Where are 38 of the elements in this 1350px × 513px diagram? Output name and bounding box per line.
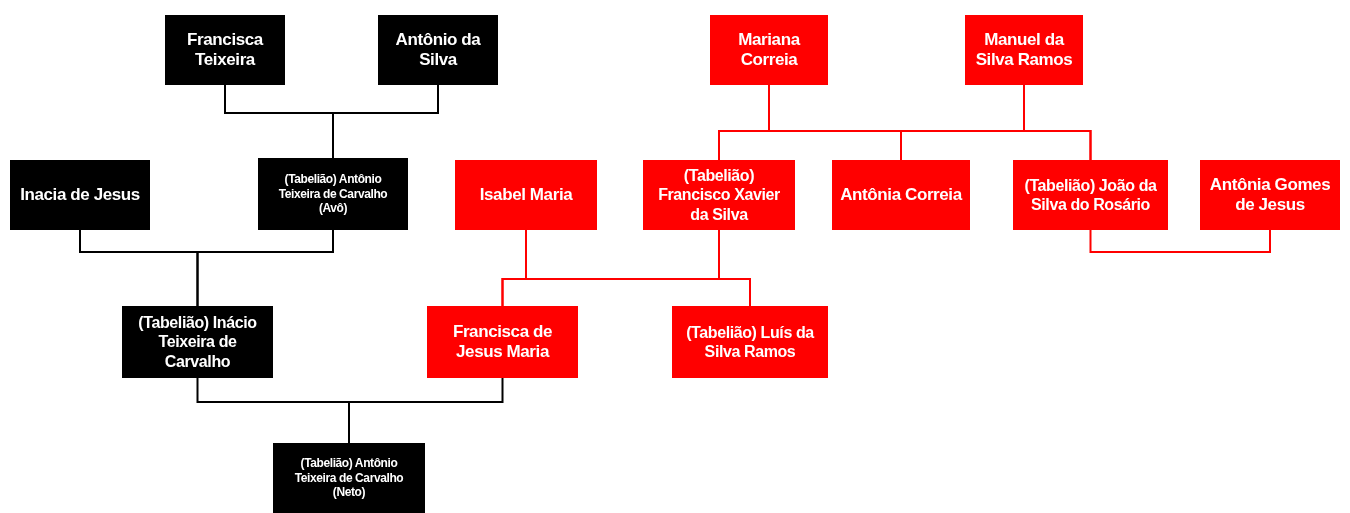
family-line	[1089, 229, 1271, 253]
family-line	[1023, 84, 1092, 161]
person-box	[427, 306, 578, 378]
person-name: Francisca Teixeira	[186, 29, 265, 71]
person-box	[1013, 160, 1168, 230]
person-box	[273, 443, 425, 513]
person-name: (Tabelião) Antônio Teixeira de Carvalho	[293, 456, 405, 486]
person-name: (Tabelião) Inácio Teixeira de Carvalho	[137, 313, 258, 371]
family-line	[718, 229, 751, 307]
person-name: Antônia Gomes de Jesus	[1208, 174, 1332, 216]
family-line	[196, 229, 334, 307]
person-box	[965, 15, 1083, 85]
generation-note: (Avô)	[318, 201, 348, 216]
person-box	[10, 160, 150, 230]
person-box	[165, 15, 285, 85]
person-box	[122, 306, 273, 378]
person-box	[672, 306, 828, 378]
person-name: Manuel da Silva Ramos	[974, 29, 1074, 71]
person-name: (Tabelião) Antônio Teixeira de Carvalho	[277, 172, 389, 202]
person-box	[1200, 160, 1340, 230]
family-line	[332, 84, 439, 159]
person-box	[455, 160, 597, 230]
family-line	[348, 377, 504, 444]
person-box	[832, 160, 970, 230]
person-name: Isabel Maria	[479, 184, 573, 206]
person-name: (Tabelião) Luís da Silva Ramos	[685, 322, 816, 362]
person-name: (Tabelião) João da Silva do Rosário	[1023, 175, 1158, 215]
person-name: (Tabelião) Francisco Xavier da Silva	[657, 166, 781, 224]
person-box	[643, 160, 795, 230]
person-name: Antônia Correia	[840, 184, 962, 206]
generation-note: (Neto)	[332, 485, 366, 500]
person-name: Mariana Correia	[737, 29, 802, 71]
person-box	[378, 15, 498, 85]
person-name: Antônio da Silva	[394, 29, 482, 71]
person-name: Francisca de Jesus Maria	[451, 321, 554, 363]
person-box	[258, 158, 408, 230]
person-name: Inacia de Jesus	[20, 184, 140, 206]
person-box	[710, 15, 828, 85]
